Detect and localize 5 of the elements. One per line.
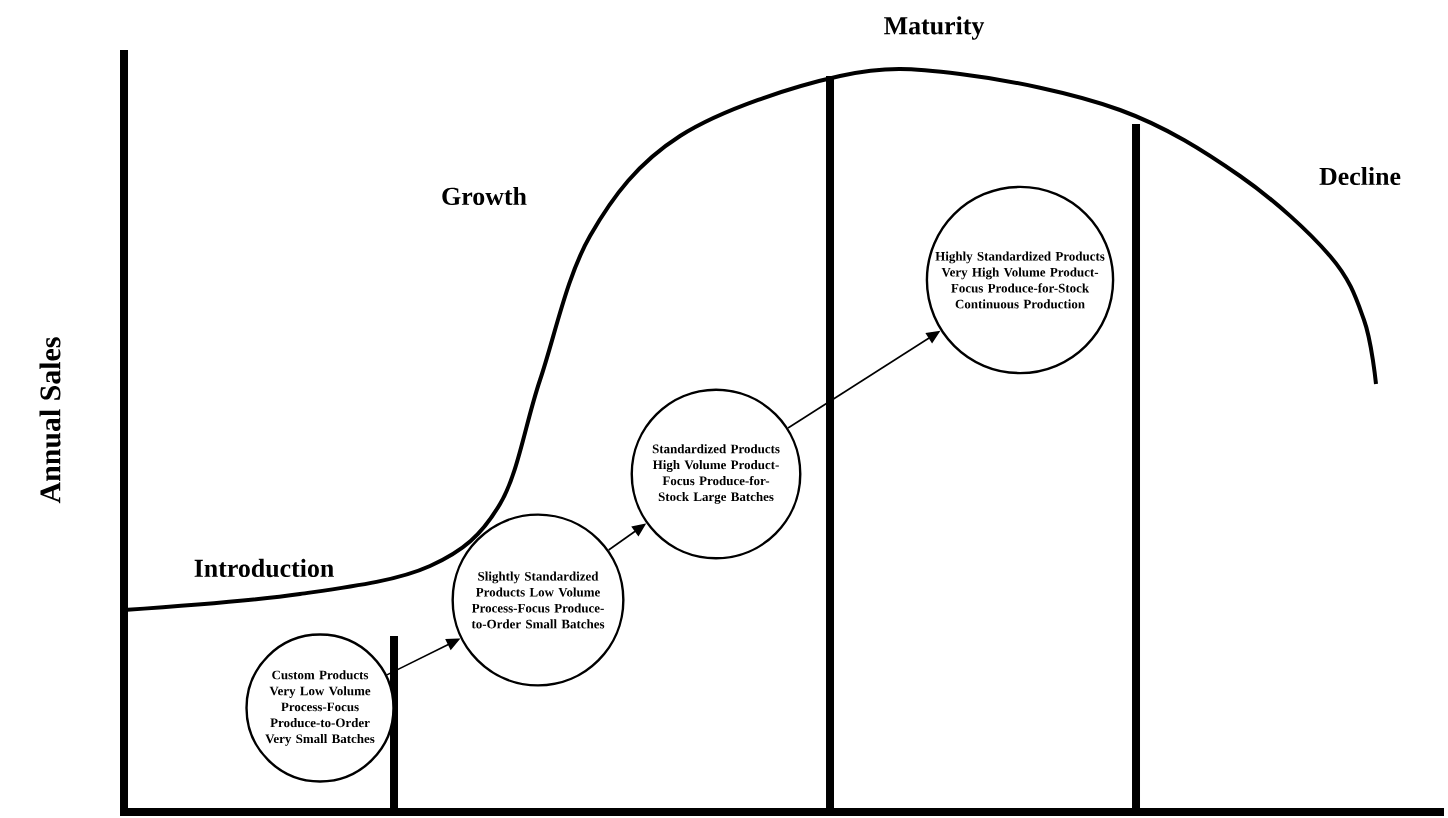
stage-label: Growth: [442, 186, 527, 206]
axis-label: Annual Sales: [39, 337, 61, 504]
stage-label: Maturity: [884, 16, 985, 40]
stage-label: Decline: [1319, 166, 1401, 186]
stage-label: Introduction: [194, 558, 334, 578]
